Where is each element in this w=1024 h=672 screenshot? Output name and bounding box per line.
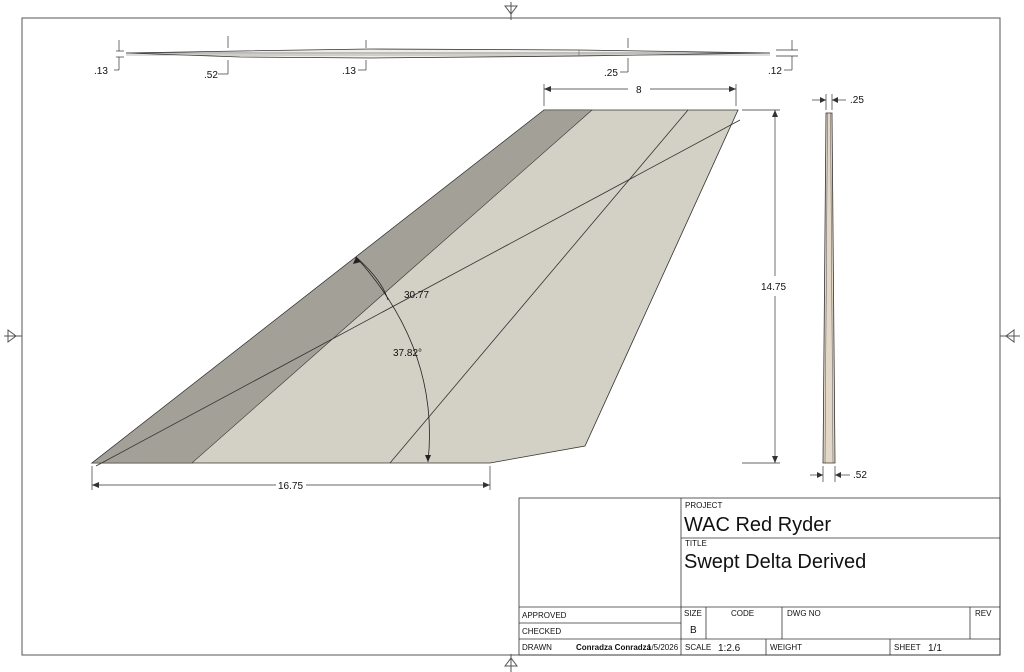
project-name: WAC Red Ryder — [684, 514, 831, 536]
project-label: PROJECT — [685, 501, 722, 510]
top-view: .13 .52 .13 .25 .12 — [94, 36, 798, 81]
scale-label: SCALE — [685, 643, 711, 652]
plan-view: 30.77 37.82° 8 14.75 1 — [90, 84, 786, 492]
sheet-label: SHEET — [894, 643, 921, 652]
rev-label: REV — [975, 609, 992, 618]
side-view-profile — [822, 112, 836, 464]
weight-label: WEIGHT — [770, 643, 802, 652]
centering-marks — [4, 2, 1020, 672]
dim-tip-chord: 8 — [636, 85, 642, 96]
dim-thk-a: .52 — [204, 70, 218, 81]
drawing-title: Swept Delta Derived — [684, 551, 866, 573]
dim-side-tip-thk: .25 — [850, 95, 864, 106]
side-view: .25 .52 — [810, 94, 867, 482]
mac-line — [95, 119, 741, 467]
title-label: TITLE — [685, 539, 707, 548]
size-value: B — [690, 625, 697, 636]
top-view-profile — [125, 48, 771, 59]
size-label: SIZE — [684, 609, 702, 618]
title-block: PROJECT WAC Red Ryder TITLE Swept Delta … — [518, 497, 1001, 656]
drawn-label: DRAWN — [522, 643, 552, 652]
dim-side-root-thk: .52 — [853, 470, 867, 481]
checked-label: CHECKED — [522, 627, 561, 636]
leading-edge-bevel — [91, 109, 593, 464]
hinge-line — [389, 109, 689, 464]
scale-value: 1:2.6 — [718, 643, 741, 654]
dim-thk-b: .13 — [342, 66, 356, 77]
sweep-arc-b — [355, 256, 430, 463]
code-label: CODE — [731, 609, 754, 618]
drawn-date: 1/5/2026 — [647, 643, 679, 652]
dim-root-chord: 16.75 — [278, 481, 303, 492]
sheet-value: 1/1 — [928, 643, 942, 654]
approved-label: APPROVED — [522, 611, 567, 620]
dwg-no-label: DWG NO — [787, 609, 821, 618]
drawn-by: Conradza Conradza — [576, 643, 652, 652]
dim-sweep-b: 37.82° — [393, 348, 422, 359]
dim-thk-root: .13 — [94, 66, 108, 77]
dim-thk-c: .25 — [604, 68, 618, 79]
dim-thk-tip: .12 — [768, 66, 782, 77]
dim-span: 14.75 — [761, 282, 786, 293]
dim-sweep-a: 30.77 — [404, 290, 429, 301]
